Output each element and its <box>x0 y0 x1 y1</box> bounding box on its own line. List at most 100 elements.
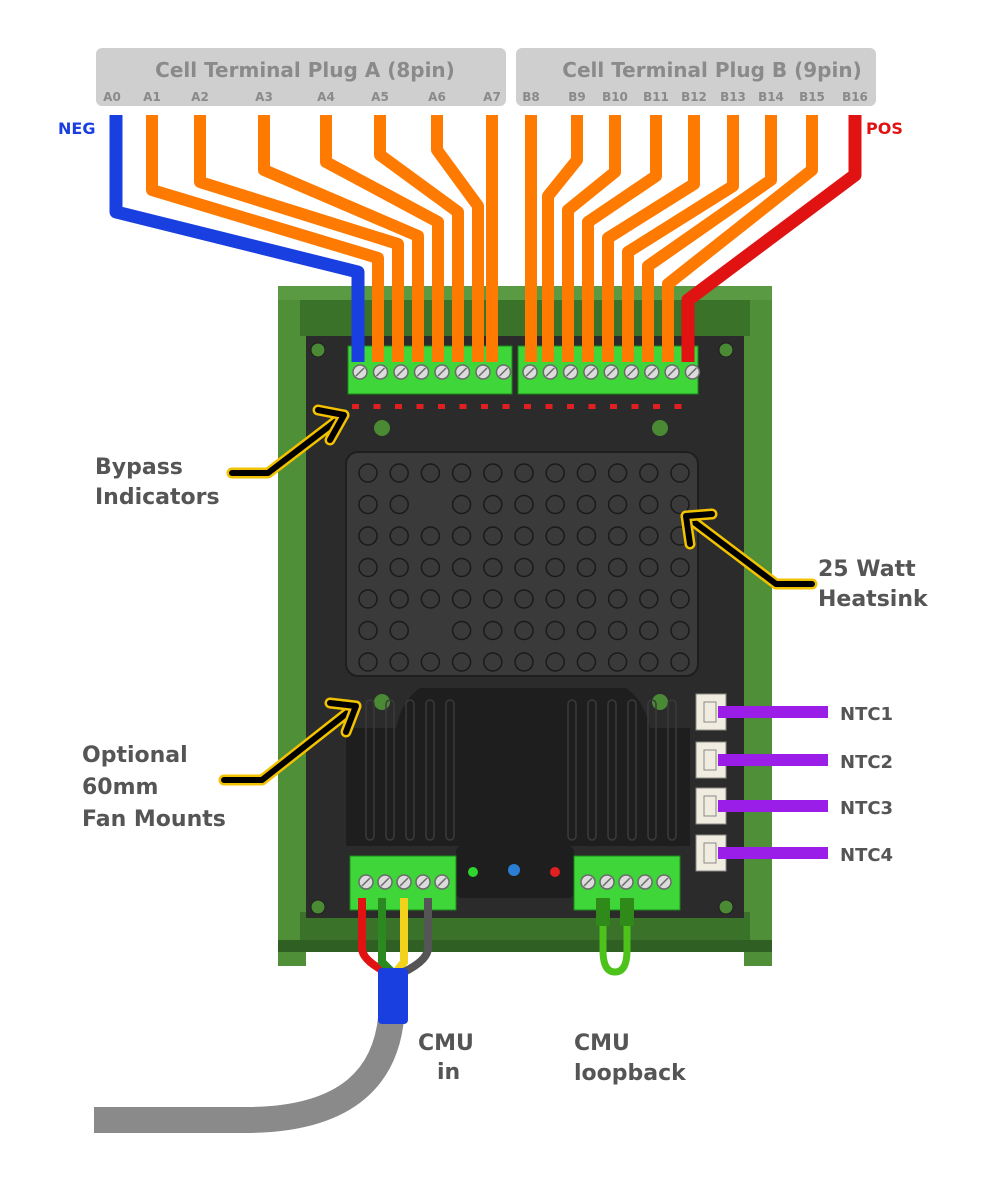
fan-rib <box>647 699 657 841</box>
pin-label-b11: B11 <box>643 90 669 104</box>
cmu-in-label-2: in <box>437 1060 460 1085</box>
bypass-led <box>395 404 402 409</box>
ntc-label: NTC2 <box>840 752 893 773</box>
heatsink-hole <box>545 589 565 609</box>
cell-wire <box>146 115 384 362</box>
heatsink-hole <box>358 620 378 641</box>
fan-rib <box>425 699 435 841</box>
fan-mount-area <box>346 688 690 898</box>
heatsink-hole <box>451 463 472 483</box>
bypass-led <box>438 404 445 409</box>
fan-mount-hole <box>374 694 390 710</box>
heatsink-hole <box>639 463 659 483</box>
pin-label-a0: A0 <box>103 90 121 104</box>
heatsink <box>345 451 699 677</box>
heatsink-label-2: Heatsink <box>818 587 929 612</box>
pin-label-b13: B13 <box>720 90 746 104</box>
plug-b-title: Cell Terminal Plug B (9pin) <box>562 58 861 82</box>
pin-label-b8: B8 <box>522 90 540 104</box>
heatsink-hole <box>420 463 441 483</box>
terminal-block-a <box>347 345 513 395</box>
heatsink-hole <box>451 557 472 578</box>
status-led-green <box>468 867 478 877</box>
heatsink-hole <box>545 463 565 483</box>
mount-hole <box>310 899 326 915</box>
heatsink-hole <box>389 557 409 578</box>
heatsink-hole <box>420 526 441 546</box>
neg-wire <box>109 115 365 362</box>
bypass-led <box>631 404 639 409</box>
fan-rib <box>405 699 415 841</box>
fan-rib <box>365 699 375 841</box>
heatsink-hole <box>670 620 690 641</box>
heatsink-hole <box>607 557 628 578</box>
heatsink-hole <box>576 652 597 672</box>
heatsink-hole <box>483 620 503 641</box>
bypass-led <box>459 404 467 409</box>
heatsink-hole <box>451 589 472 609</box>
pin-label-b15: B15 <box>799 90 825 104</box>
heatsink-hole <box>420 652 441 672</box>
heatsink-mount-hole <box>374 420 390 436</box>
cmu-loopback-label-2: loopback <box>574 1061 687 1086</box>
heatsink-hole <box>420 589 441 609</box>
cell-wire <box>582 115 662 362</box>
heatsink-hole <box>670 557 690 578</box>
fan-rib <box>667 699 677 841</box>
heatsink-hole <box>358 652 378 672</box>
mount-hole <box>310 342 326 358</box>
bypass-indicator-leds <box>352 404 682 409</box>
heatsink-hole <box>389 463 409 483</box>
heatsink-hole <box>607 494 628 515</box>
pos-label: POS <box>866 119 903 138</box>
heatsink-arrow <box>680 508 818 590</box>
cmu-loopback-terminal <box>573 855 681 911</box>
heatsink-hole <box>607 620 628 641</box>
cable-sleeve <box>378 968 408 1024</box>
ntc-wire <box>718 847 828 859</box>
heatsink-hole <box>670 589 690 609</box>
heatsink-hole <box>670 652 690 672</box>
cmu-in-terminal <box>349 855 457 911</box>
pin-label-b12: B12 <box>681 90 707 104</box>
pin-label-a5: A5 <box>371 90 389 104</box>
cell-wire <box>374 115 464 362</box>
ntc-label: NTC3 <box>840 798 893 819</box>
heatsink-hole <box>607 526 628 546</box>
heatsink-hole <box>514 652 534 672</box>
bypass-led <box>373 404 381 409</box>
heatsink-hole <box>545 494 565 515</box>
heatsink-hole <box>420 557 441 578</box>
heatsink-hole <box>483 526 503 546</box>
heatsink-hole <box>483 494 503 515</box>
bypass-led <box>674 404 682 409</box>
heatsink-hole <box>358 494 378 515</box>
bypass-led <box>352 404 359 409</box>
heatsink-hole <box>576 589 597 609</box>
heatsink-hole <box>389 494 409 515</box>
bypass-led <box>502 404 510 409</box>
pin-label-a4: A4 <box>317 90 335 104</box>
cell-wire <box>562 115 621 362</box>
bypass-led <box>567 404 574 409</box>
ntc-wire <box>718 706 828 718</box>
mount-hole <box>718 899 734 915</box>
pin-label-b16: B16 <box>842 90 868 104</box>
heatsink-hole <box>607 463 628 483</box>
heatsink-hole <box>639 557 659 578</box>
heatsink-mount-hole <box>652 420 668 436</box>
plug-a-title: Cell Terminal Plug A (8pin) <box>155 58 455 82</box>
ntc-connector <box>695 787 727 825</box>
fan-rib <box>445 699 455 841</box>
heatsink-hole <box>514 557 534 578</box>
pin-label-b14: B14 <box>758 90 784 104</box>
bypass-led <box>481 404 488 409</box>
heatsink-hole <box>607 589 628 609</box>
heatsink-hole <box>545 652 565 672</box>
heatsink-hole <box>576 557 597 578</box>
bypass-led <box>588 404 596 409</box>
fan-rib <box>385 699 395 841</box>
